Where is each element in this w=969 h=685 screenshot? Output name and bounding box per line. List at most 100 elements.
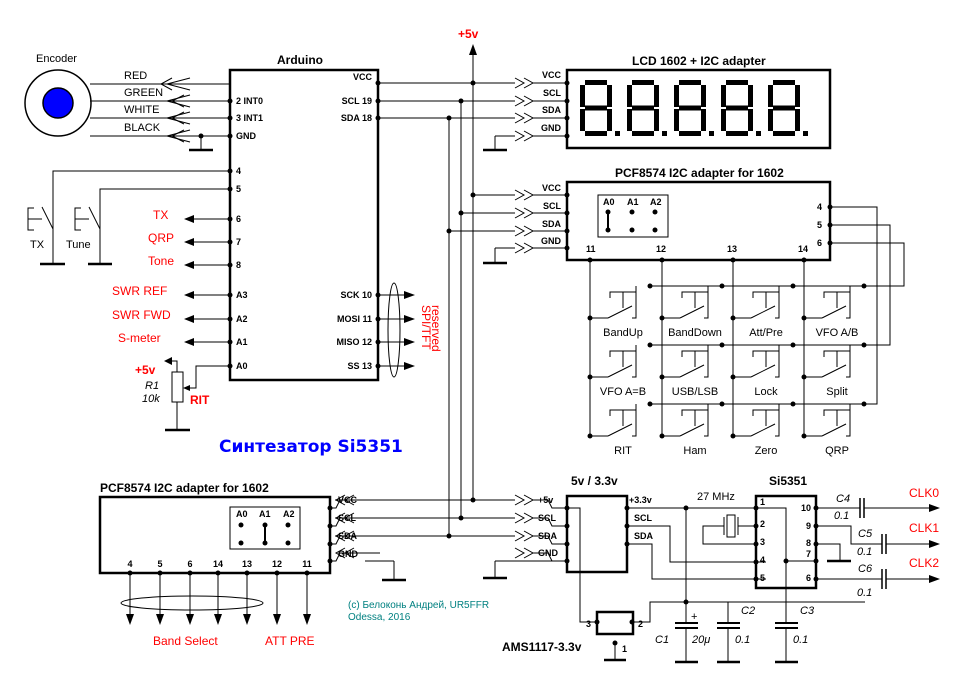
keypad-button-label: BandDown [668, 327, 722, 339]
copyright-line2: Odessa, 2016 [348, 612, 411, 623]
pin-gnd: GND [236, 131, 257, 141]
wire-green: GREEN [124, 87, 163, 99]
si-pin-3: 3 [760, 537, 765, 547]
reg-pin-1: 1 [622, 644, 627, 654]
pcf-top-pin-12: 12 [656, 244, 666, 254]
addr-bottom-a1: A1 [259, 509, 271, 519]
pcf-bottom-output-pin: 14 [213, 559, 223, 625]
lcd-digit [627, 80, 667, 136]
pin-scl-19: SCL 19 [342, 96, 372, 106]
lcd-digit [580, 80, 620, 136]
pin-7: 7 [236, 237, 241, 247]
keypad-button: QRP [801, 401, 867, 457]
spi-tft-label: SPI/TFT [419, 305, 433, 350]
svg-text:11: 11 [302, 559, 312, 569]
pcf-bottom-output-pin: 12 [272, 559, 282, 625]
pcf-top-box [565, 180, 832, 262]
tx-button-label: TX [30, 239, 45, 251]
tune-button-label: Tune [66, 239, 91, 251]
decoupling-capacitors: + C1 20μ C2 0.1 C3 0.1 [627, 505, 815, 664]
pcf-bottom-output-pin: 5 [156, 559, 164, 625]
svg-text:4: 4 [127, 559, 132, 569]
crystal-label: 27 MHz [697, 491, 735, 503]
wire-black: BLACK [124, 122, 161, 134]
lcd-digit [674, 80, 714, 136]
ams1117-regulator: AMS1117-3.3v 3 2 1 [502, 601, 865, 662]
keypad-button-label: Zero [755, 445, 778, 457]
si-pin-1: 1 [760, 497, 765, 507]
r1-value: 10k [142, 393, 160, 405]
keypad-button-label: VFO A/B [816, 327, 859, 339]
svg-text:6: 6 [187, 559, 192, 569]
keypad-button-label: BandUp [603, 327, 643, 339]
tx-output-label: TX [153, 208, 168, 222]
si-pin-2: 2 [760, 519, 765, 529]
si5351: Si5351 1 2 3 4 5 10 9 8 7 6 27 MHz [697, 474, 851, 590]
pcf-top-pin-6: 6 [817, 238, 822, 248]
crystal-icon [702, 514, 756, 545]
spi-reserved-label: reserved [429, 305, 443, 352]
spi-reserved: SPI/TFT reserved [378, 282, 443, 378]
att-pre-label: ATT PRE [265, 634, 315, 648]
keypad-button: Zero [730, 401, 796, 457]
pcf-top-pin-4: 4 [817, 202, 822, 212]
connector-icon [159, 77, 191, 143]
pin-3-int1: 3 INT1 [236, 113, 263, 123]
pcf-bottom-output-pin: 6 [186, 559, 194, 625]
pcf-top-pin-vcc: VCC [542, 183, 562, 193]
pcf-bottom-pin-scl: SCL [338, 513, 357, 523]
c1-ref: C1 [655, 634, 669, 646]
lcd-title: LCD 1602 + I2C adapter [632, 54, 766, 68]
pin-8: 8 [236, 260, 241, 270]
pcf-bottom-output-pin: 4 [126, 559, 134, 625]
ls-pin-gnd: GND [538, 548, 559, 558]
rit-label: RIT [190, 393, 210, 407]
si5351-title: Si5351 [769, 474, 807, 488]
addr-a0: A0 [603, 197, 615, 207]
qrp-output-label: QRP [148, 231, 174, 245]
lcd-pin-scl: SCL [543, 88, 562, 98]
ls-pin-3v3: +3.3v [629, 495, 652, 505]
addr-bottom-a2: A2 [283, 509, 295, 519]
keypad-button: BandDown [659, 283, 725, 339]
keypad-button: Split [801, 342, 867, 398]
pcf-top-pin-14: 14 [798, 244, 808, 254]
s-meter-label: S-meter [118, 331, 161, 345]
encoder-label: Encoder [36, 53, 77, 65]
si-pin-10: 10 [801, 503, 811, 513]
keypad-button-label: Att/Pre [749, 327, 783, 339]
clock-outputs: C4 0.1 C5 0.1 C6 0.1 CLK0 CLK1 CLK2 [816, 486, 940, 599]
pcf-top-pin-13: 13 [727, 244, 737, 254]
pin-5: 5 [236, 184, 241, 194]
pcf-top-pin-5: 5 [817, 220, 822, 230]
keypad-button-label: Lock [754, 386, 778, 398]
keypad-button: RIT [587, 401, 653, 457]
arduino: Arduino 2 INT0 3 INT1 GND 4 5 6 7 8 A3 A… [227, 53, 381, 382]
lcd-pin-gnd: GND [541, 123, 562, 133]
pin-sck-10: SCK 10 [340, 290, 372, 300]
band-select-label: Band Select [153, 634, 218, 648]
c3-ref: C3 [800, 605, 815, 617]
rit-supply-label: +5v [135, 363, 156, 377]
keypad-button: USB/LSB [659, 342, 725, 398]
copyright-line1: (c) Белоконь Андрей, UR5FFR [348, 600, 489, 611]
rit-potentiometer: +5v R1 10k RIT [135, 357, 230, 432]
keypad-button: BandUp [587, 283, 653, 339]
lcd-pin-sda: SDA [542, 105, 562, 115]
pcf-bottom-output-pin: 13 [242, 559, 252, 625]
keypad-button-label: Ham [683, 445, 706, 457]
arduino-outputs: TX QRP Tone SWR REF SWR FWD S-meter [112, 208, 230, 346]
swr-fwd-label: SWR FWD [112, 308, 171, 322]
page-title: Синтезатор Si5351 [219, 437, 403, 457]
keypad-button-label: Split [826, 386, 847, 398]
keypad-button-label: RIT [614, 445, 632, 457]
pcf-top-pin-sda: SDA [542, 219, 562, 229]
tone-output-label: Tone [148, 254, 174, 268]
swr-ref-label: SWR REF [112, 284, 167, 298]
c3-value: 0.1 [793, 634, 808, 646]
reg-pin-2: 2 [638, 619, 643, 629]
seven-segment-display [580, 80, 808, 136]
lcd-box [565, 68, 832, 150]
si-pin-6: 6 [806, 573, 811, 583]
c5-value: 0.1 [857, 546, 872, 558]
